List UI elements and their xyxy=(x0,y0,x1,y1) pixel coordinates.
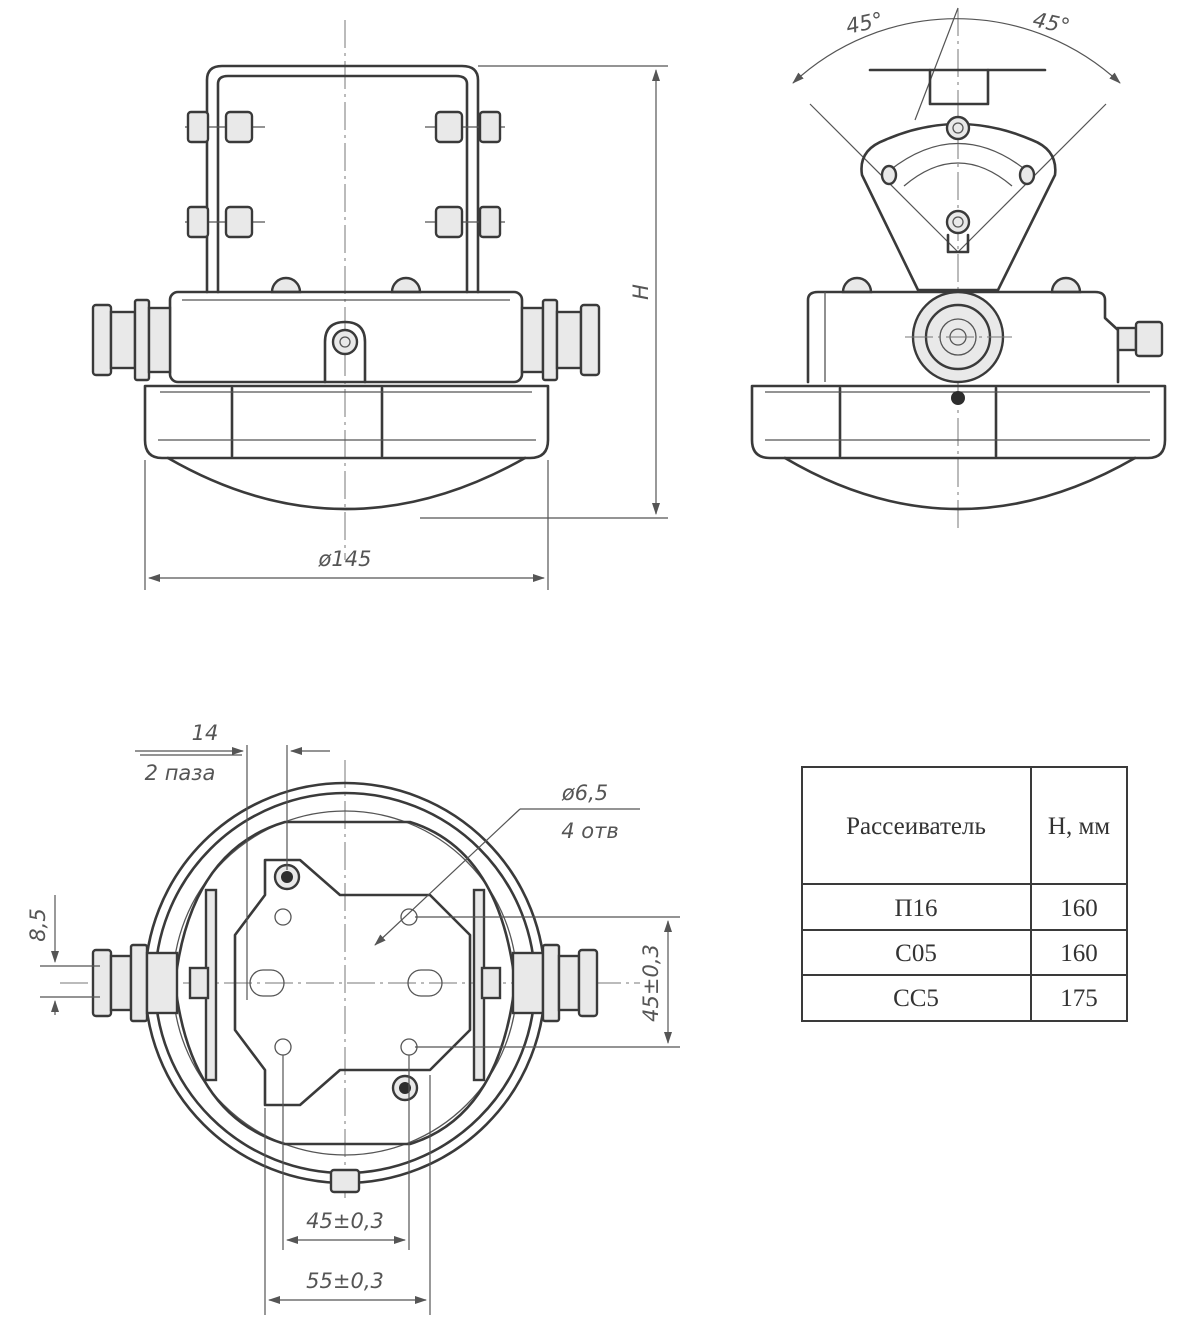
bottom-gland-right xyxy=(480,943,599,1023)
height-dimension-label: H xyxy=(629,284,653,300)
table-cell: 160 xyxy=(1060,940,1098,967)
table-cell: 160 xyxy=(1060,895,1098,922)
table-header-height: H, мм xyxy=(1048,813,1110,840)
pitch-bottom-outer-label: 55±0,3 xyxy=(306,1269,384,1293)
table-header-diffuser: Рассеиватель xyxy=(846,813,986,840)
cable-gland-right xyxy=(520,298,601,382)
pitch-vertical-label: 45±0,3 xyxy=(639,944,663,1022)
slot-width-label: 14 xyxy=(192,721,219,745)
hole-diameter-label: ø6,5 xyxy=(561,781,608,805)
cable-gland-left xyxy=(91,298,172,382)
offset-small-label: 8,5 xyxy=(26,908,50,941)
table-cell: П16 xyxy=(894,895,937,922)
table-cell: 175 xyxy=(1060,985,1098,1012)
diffuser-height-table: Рассеиватель H, мм П16 160 С05 160 СС5 1… xyxy=(801,766,1128,1022)
angle-left-label: 45° xyxy=(844,8,885,39)
table-cell: СС5 xyxy=(893,985,939,1012)
diameter-dimension-label: ø145 xyxy=(318,547,372,571)
bracket-bolts xyxy=(185,110,505,239)
bottom-view: 14 2 паза ø6,5 4 отв 8,5 45±0,3 45±0,3 5… xyxy=(26,721,680,1315)
table-cell: С05 xyxy=(895,940,937,967)
hole-count-label: 4 отв xyxy=(561,819,619,843)
front-view: H ø145 xyxy=(91,20,668,590)
angle-right-label: 45° xyxy=(1031,8,1072,39)
side-view: 45° 45° xyxy=(750,8,1167,530)
bottom-gland-left xyxy=(91,943,210,1023)
slot-count-label: 2 паза xyxy=(145,761,216,785)
pitch-bottom-inner-label: 45±0,3 xyxy=(306,1209,384,1233)
